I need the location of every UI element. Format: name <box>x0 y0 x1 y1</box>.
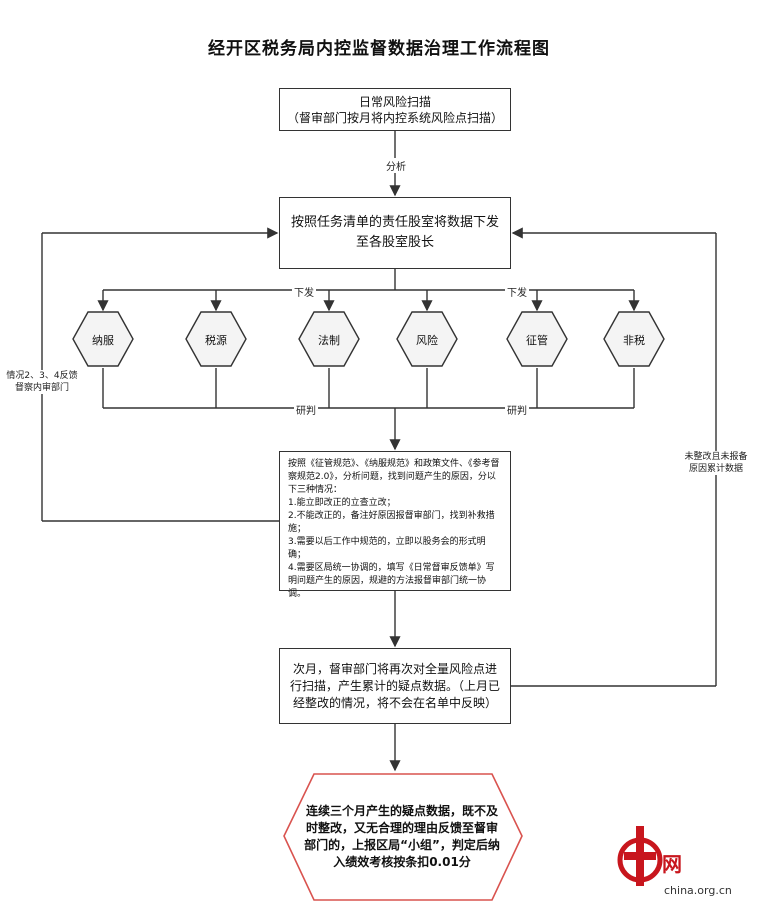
scan-subtitle: （督审部门按月将内控系统风险点扫描） <box>286 110 503 125</box>
analysis-line-1: 按照《征管规范》、《纳服规范》和政策文件、《参考督察规范2.0》，分析问题，找到… <box>288 459 500 495</box>
daily-risk-scan-box: 日常风险扫描 （督审部门按月将内控系统风险点扫描） <box>279 88 511 131</box>
monthly-rescan-box: 次月，督审部门将再次对全量风险点进行扫描，产生累计的疑点数据。（上月已经整改的情… <box>279 648 511 724</box>
final-shape <box>283 773 523 901</box>
right-loop-label: 未整改且未报备 原因累计数据 <box>676 451 756 475</box>
china-org-logo-icon <box>617 826 663 886</box>
label-judge-right: 研判 <box>505 402 529 417</box>
label-judge-left: 研判 <box>294 402 318 417</box>
label-dispatch-right: 下发 <box>505 284 529 299</box>
right-loop-line2: 原因累计数据 <box>688 464 743 474</box>
hexagon-fazhi <box>298 311 360 367</box>
rescan-text: 次月，督审部门将再次对全量风险点进行扫描，产生累计的疑点数据。（上月已经整改的情… <box>289 661 500 710</box>
hex-label-zhengguan: 征管 <box>526 334 548 347</box>
dispatch-box: 按照任务清单的责任股室将数据下发至各股室股长 <box>279 197 511 269</box>
label-analysis: 分析 <box>384 158 408 173</box>
hex-label-feishui: 非税 <box>623 334 645 347</box>
analysis-line-5: 4.需要区局统一协调的，填写《日常督审反馈单》写明问题产生的原因，规避的方法报督… <box>288 563 495 599</box>
hexagon-zhengguan <box>506 311 568 367</box>
hexagon-fengxian <box>396 311 458 367</box>
analysis-line-3: 2.不能改正的，备注好原因报督审部门，找到补救措施； <box>288 511 495 534</box>
hexagon-feishui <box>603 311 665 367</box>
watermark-site: china.org.cn <box>664 884 732 897</box>
scan-title: 日常风险扫描 <box>358 94 431 109</box>
right-loop-line1: 未整改且未报备 <box>684 452 748 462</box>
left-feedback-label: 情况2、3、4反馈 督察内审部门 <box>2 370 82 394</box>
final-text: 连续三个月产生的疑点数据，既不及时整改，又无合理的理由反馈至督审部门的，上报区局… <box>304 804 500 869</box>
hexagon-nafu <box>72 311 134 367</box>
left-feedback-line2: 督察内审部门 <box>14 383 69 393</box>
page-title: 经开区税务局内控监督数据治理工作流程图 <box>208 39 550 59</box>
hexagon-shuiyuan <box>185 311 247 367</box>
left-feedback-line1: 情况2、3、4反馈 <box>6 371 78 381</box>
hex-label-fengxian: 风险 <box>416 334 438 347</box>
hex-label-nafu: 纳服 <box>92 334 114 347</box>
dispatch-text: 按照任务清单的责任股室将数据下发至各股室股长 <box>290 215 499 250</box>
final-penalty-node: 连续三个月产生的疑点数据，既不及时整改，又无合理的理由反馈至督审部门的，上报区局… <box>286 772 518 902</box>
analysis-line-2: 1.能立即改正的立查立改； <box>288 498 396 508</box>
analysis-box: 按照《征管规范》、《纳服规范》和政策文件、《参考督察规范2.0》，分析问题，找到… <box>279 451 511 599</box>
label-dispatch-left: 下发 <box>292 284 316 299</box>
hex-label-fazhi: 法制 <box>318 334 340 347</box>
hex-label-shuiyuan: 税源 <box>205 334 227 347</box>
watermark-glyph: 网 <box>662 852 682 876</box>
analysis-line-4: 3.需要以后工作中规范的，立即以股务会的形式明确； <box>288 537 486 560</box>
